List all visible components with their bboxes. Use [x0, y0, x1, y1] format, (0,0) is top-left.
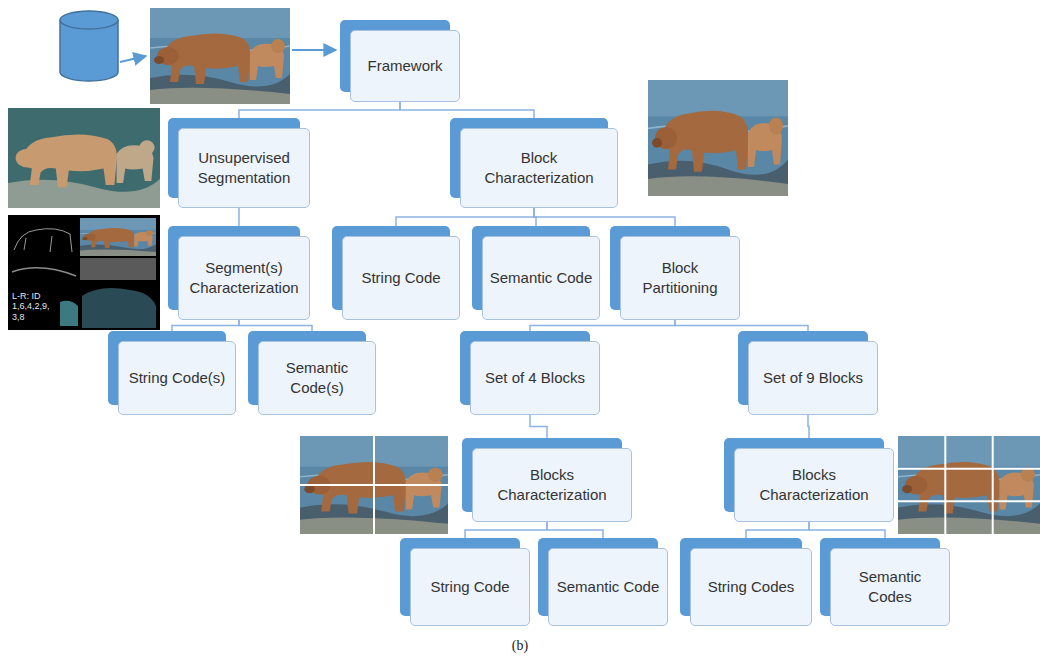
- box-face: Semantic Codes: [830, 548, 950, 626]
- tree-connector: [746, 522, 809, 538]
- segment-piece: [60, 301, 78, 326]
- box-face: String Code: [342, 236, 460, 320]
- process-box: Segment(s) Characterization: [168, 226, 310, 320]
- database-top: [60, 11, 118, 29]
- box-face: Set of 4 Blocks: [470, 341, 600, 415]
- process-box: Semantic Codes: [820, 538, 950, 626]
- box-face: Block Characterization: [460, 128, 618, 208]
- bear-photo: [648, 80, 788, 196]
- node-text: String Code: [417, 577, 523, 597]
- tree-connector: [530, 320, 675, 331]
- tree-connector: [809, 522, 885, 538]
- grid-line: [898, 500, 1040, 502]
- tree-connector: [675, 320, 808, 331]
- box-face: Framework: [350, 30, 460, 102]
- tree-connector: [534, 208, 675, 226]
- tree-connector: [238, 208, 240, 226]
- node-text: String Codes: [697, 577, 805, 597]
- process-box: String Code(s): [108, 331, 236, 415]
- process-box: String Code: [400, 538, 530, 626]
- node-text: Semantic Code: [555, 577, 661, 597]
- collage-ground: [8, 215, 160, 330]
- four-block-photo: [300, 436, 448, 534]
- grid-line: [944, 436, 946, 534]
- segment-outline: [14, 229, 72, 252]
- box-face: String Codes: [690, 548, 812, 626]
- tree-connector: [239, 320, 312, 331]
- node-text: Set of 9 Blocks: [755, 368, 871, 388]
- box-face: Blocks Characterization: [472, 448, 632, 522]
- box-face: Segment(s) Characterization: [178, 236, 310, 320]
- node-text: String Code: [349, 268, 453, 288]
- box-face: Semantic Code: [482, 236, 600, 320]
- tree-connector: [400, 102, 534, 118]
- flow-arrow: [120, 56, 146, 62]
- tree-connector: [172, 320, 239, 331]
- tree-connector: [530, 415, 547, 438]
- process-box: Semantic Code: [538, 538, 668, 626]
- process-box: Semantic Code(s): [248, 331, 376, 415]
- process-box: Blocks Characterization: [462, 438, 632, 522]
- grid-line: [898, 468, 1040, 470]
- process-box: Unsupervised Segmentation: [168, 118, 310, 208]
- box-face: String Code(s): [118, 341, 236, 415]
- box-face: Unsupervised Segmentation: [178, 128, 310, 208]
- box-face: String Code: [410, 548, 530, 626]
- node-text: Blocks Characterization: [741, 465, 887, 506]
- segment-id-note: L-R: ID 1,6,4,2,9, 3,8: [12, 291, 58, 322]
- node-text: Framework: [357, 56, 453, 76]
- bear-photo: [300, 436, 448, 534]
- bear-photo: [898, 436, 1040, 534]
- process-box: Framework: [340, 20, 460, 102]
- grid-line: [992, 436, 994, 534]
- segment-piece: [80, 218, 156, 256]
- bear-photo: [150, 8, 290, 104]
- nine-block-photo: [898, 436, 1040, 534]
- node-text: Block Characterization: [467, 148, 611, 189]
- tree-connector: [808, 415, 809, 438]
- node-text: Semantic Code: [489, 268, 593, 288]
- node-text: Semantic Codes: [837, 567, 943, 608]
- figure-caption: (b): [0, 638, 1040, 654]
- process-box: Block Partitioning: [610, 226, 740, 320]
- segment-piece: [12, 268, 76, 276]
- box-face: Set of 9 Blocks: [748, 341, 878, 415]
- node-text: String Code(s): [125, 368, 229, 388]
- node-text: Unsupervised Segmentation: [185, 148, 303, 189]
- process-box: Block Characterization: [450, 118, 618, 208]
- tree-connector: [547, 522, 603, 538]
- segment-piece: [82, 288, 156, 328]
- process-box: Blocks Characterization: [724, 438, 894, 522]
- box-face: Blocks Characterization: [734, 448, 894, 522]
- node-text: Semantic Code(s): [265, 358, 369, 399]
- segment-collage: [8, 215, 160, 330]
- grid-line: [300, 484, 448, 486]
- process-box: Set of 4 Blocks: [460, 331, 600, 415]
- box-face: Semantic Code(s): [258, 341, 376, 415]
- box-face: Block Partitioning: [620, 236, 740, 320]
- process-box: String Code: [332, 226, 460, 320]
- node-text: Set of 4 Blocks: [477, 368, 593, 388]
- process-box: String Codes: [680, 538, 812, 626]
- flow-arrow: [292, 49, 336, 51]
- database-icon: [60, 11, 118, 81]
- node-text: Blocks Characterization: [479, 465, 625, 506]
- tree-connector: [396, 208, 534, 226]
- tree-connector: [465, 522, 547, 538]
- process-box: Set of 9 Blocks: [738, 331, 878, 415]
- box-face: Semantic Code: [548, 548, 668, 626]
- segmented-photo: [8, 108, 160, 208]
- segment-piece: [80, 258, 156, 280]
- tree-connector: [239, 102, 400, 118]
- node-text: Segment(s) Characterization: [185, 258, 303, 299]
- node-text: Block Partitioning: [627, 258, 733, 299]
- process-box: Semantic Code: [472, 226, 600, 320]
